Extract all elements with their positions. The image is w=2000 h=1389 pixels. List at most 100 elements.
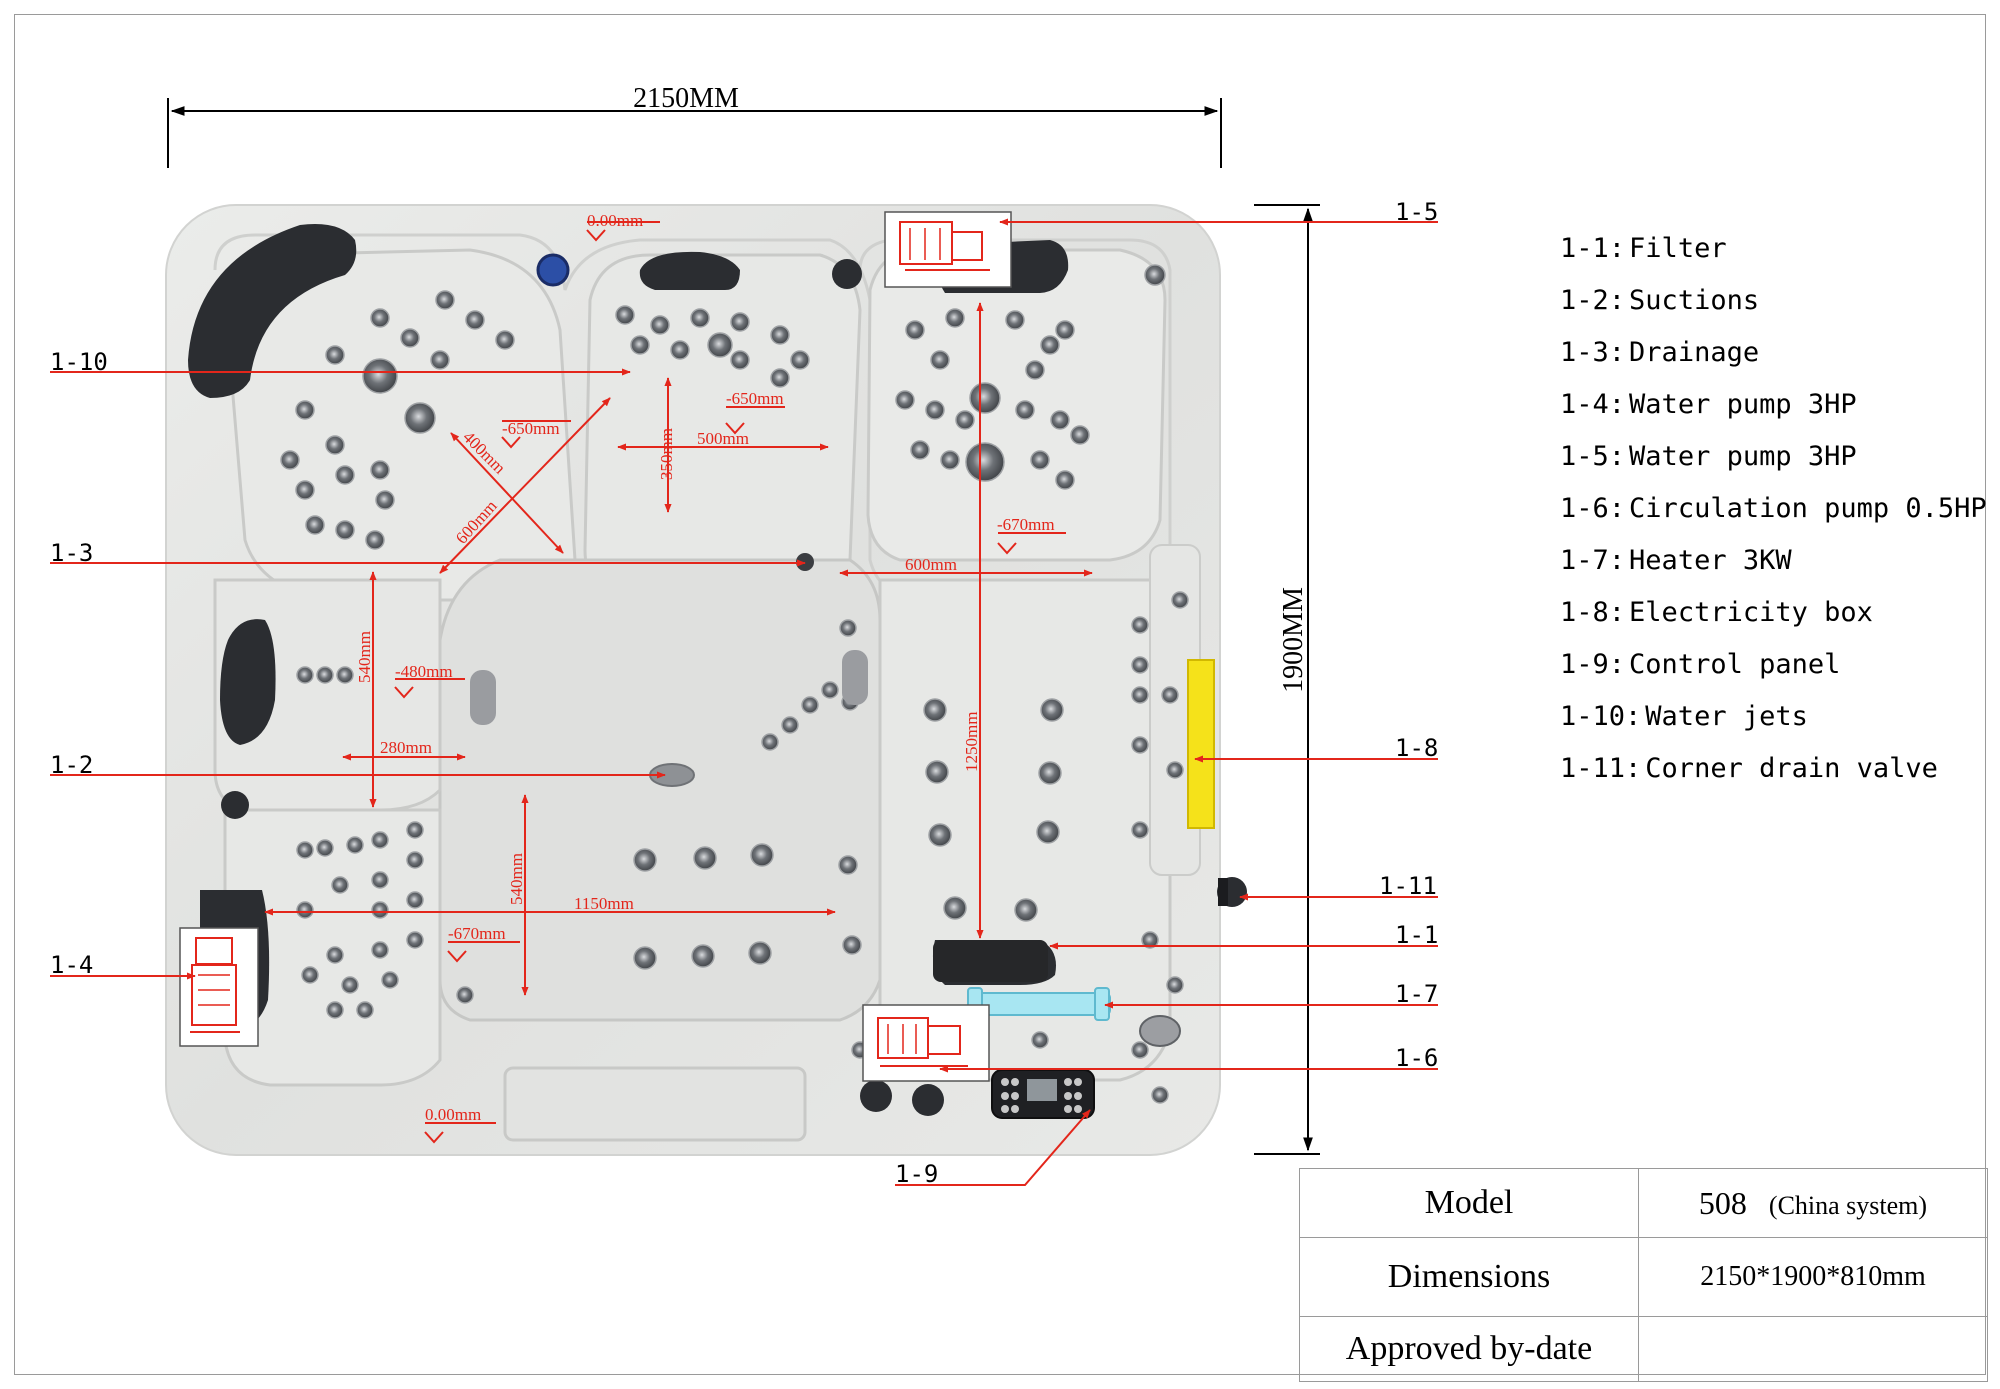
legend-code: 1-5	[1560, 441, 1609, 472]
callout-1-7: 1-7	[1395, 980, 1438, 1008]
legend-separator: :	[1625, 701, 1642, 732]
measure-480mm: -480mm	[395, 662, 453, 681]
model-value: 508	[1698, 1184, 1747, 1221]
approved-label: Approved by-date	[1299, 1316, 1639, 1382]
measure-650mm-center: -650mm	[726, 389, 784, 408]
measure-540mm-left: 540mm	[355, 631, 374, 683]
legend-label: Water pump 3HP	[1629, 441, 1857, 472]
callout-1-4: 1-4	[50, 951, 93, 979]
legend-item: 1-2:Suctions	[1560, 284, 1987, 336]
legend-code: 1-7	[1560, 545, 1609, 576]
measure-650mm-left: -650mm	[502, 419, 560, 438]
pump-1-4-illustration	[179, 927, 259, 1047]
legend-code: 1-8	[1560, 597, 1609, 628]
electricity-box	[1187, 659, 1215, 829]
measure-0mm-top: 0.00mm	[587, 211, 643, 230]
callout-1-9: 1-9	[895, 1160, 938, 1188]
width-label: 2150MM	[633, 83, 739, 114]
air-control-blue	[536, 253, 570, 287]
legend-code: 1-10	[1560, 701, 1626, 732]
legend-item: 1-5:Water pump 3HP	[1560, 440, 1987, 492]
legend-item: 1-9:Control panel	[1560, 648, 1987, 700]
callout-1-1: 1-1	[1395, 921, 1438, 949]
legend-separator: :	[1608, 389, 1626, 420]
spec-row-approved: Approved by-date	[1299, 1316, 1988, 1382]
measure-670mm-left: -670mm	[448, 924, 506, 943]
legend-label: Electricity box	[1629, 597, 1873, 628]
legend-separator: :	[1608, 545, 1626, 576]
legend-separator: :	[1608, 597, 1626, 628]
dimensions-label: Dimensions	[1299, 1237, 1639, 1317]
callout-1-10: 1-10	[50, 348, 108, 376]
measure-1250mm: 1250mm	[962, 712, 981, 772]
height-label: 1900MM	[1278, 587, 1309, 693]
legend-code: 1-9	[1560, 649, 1609, 680]
measure-280mm: 280mm	[380, 738, 432, 757]
legend-item: 1-3:Drainage	[1560, 336, 1987, 388]
corner-drain-valve	[1217, 877, 1247, 907]
air-control-top-right	[832, 259, 862, 289]
filter-cap	[1139, 1015, 1181, 1047]
pump-1-5-illustration	[884, 211, 1012, 288]
knob-left	[221, 791, 249, 819]
callout-1-3: 1-3	[50, 539, 93, 567]
legend-item: 1-10:Water jets	[1560, 700, 1987, 752]
measurement-labels: 400mm 600mm -650mm -650mm 350mm 500mm -6…	[355, 211, 1055, 1124]
knob-bottom	[860, 1080, 892, 1112]
model-value-cell: 508 (China system)	[1638, 1168, 1988, 1238]
legend-code: 1-1	[1560, 233, 1609, 264]
callout-labels: 1-5 1-10 1-3 1-2 1-8 1-11 1-1 1-4 1-7 1-…	[50, 198, 1438, 1188]
callout-1-8: 1-8	[1395, 734, 1438, 762]
height-dimension: 1900MM	[1254, 204, 1320, 1155]
water-jets	[280, 264, 1189, 1104]
drawing-frame	[14, 14, 1986, 1375]
measure-350mm: 350mm	[657, 428, 676, 480]
legend-separator: :	[1608, 493, 1626, 524]
spec-row-model: Model 508 (China system)	[1299, 1168, 1988, 1238]
legend-label: Circulation pump 0.5HP	[1629, 493, 1987, 524]
legend-item: 1-1:Filter	[1560, 232, 1987, 284]
legend-separator: :	[1608, 285, 1626, 316]
legend-code: 1-4	[1560, 389, 1609, 420]
callout-leaders	[50, 218, 1438, 1186]
legend-label: Corner drain valve	[1645, 753, 1938, 784]
legend-code: 1-3	[1560, 337, 1609, 368]
legend-item: 1-4:Water pump 3HP	[1560, 388, 1987, 440]
model-label: Model	[1299, 1168, 1639, 1238]
component-legend: 1-1:Filter 1-2:Suctions 1-3:Drainage 1-4…	[1560, 232, 1987, 804]
legend-code: 1-6	[1560, 493, 1609, 524]
model-system: (China system)	[1768, 1190, 1928, 1220]
legend-separator: :	[1608, 649, 1626, 680]
legend-item: 1-7:Heater 3KW	[1560, 544, 1987, 596]
level-markers	[394, 221, 1066, 1144]
measure-670mm-right: -670mm	[997, 515, 1055, 534]
measure-500mm: 500mm	[697, 429, 749, 448]
filter	[933, 940, 1048, 982]
spec-row-dimensions: Dimensions 2150*1900*810mm	[1299, 1237, 1988, 1317]
measure-0mm-bottom: 0.00mm	[425, 1105, 481, 1124]
legend-label: Control panel	[1629, 649, 1841, 680]
callout-1-2: 1-2	[50, 751, 93, 779]
legend-separator: :	[1608, 337, 1626, 368]
approved-value	[1638, 1316, 1988, 1382]
fixtures	[221, 253, 1181, 1116]
legend-separator: :	[1608, 233, 1626, 264]
legend-separator: :	[1625, 753, 1642, 784]
legend-separator: :	[1608, 441, 1626, 472]
suction-grill-right	[842, 650, 868, 705]
legend-label: Water jets	[1645, 701, 1808, 732]
legend-item: 1-6:Circulation pump 0.5HP	[1560, 492, 1987, 544]
suction-grill-left	[470, 670, 496, 725]
callout-1-6: 1-6	[1395, 1044, 1438, 1072]
knob-bottom-2	[912, 1084, 944, 1116]
legend-label: Water pump 3HP	[1629, 389, 1857, 420]
legend-item: 1-8:Electricity box	[1560, 596, 1987, 648]
spec-table: Model 508 (China system) Dimensions 2150*…	[1299, 1168, 1988, 1382]
measurement-arrows	[264, 302, 1093, 996]
callout-1-5: 1-5	[1395, 198, 1438, 226]
callout-1-11: 1-11	[1379, 872, 1437, 900]
legend-code: 1-11	[1560, 753, 1626, 784]
measure-600mm-horizontal: 600mm	[905, 555, 957, 574]
legend-code: 1-2	[1560, 285, 1609, 316]
